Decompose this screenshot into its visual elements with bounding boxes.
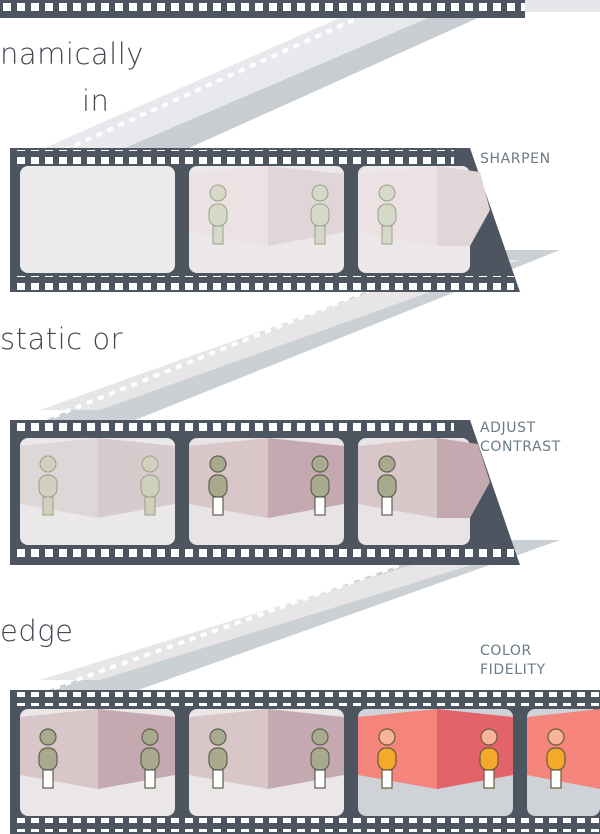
label-color-fidelity: COLOR FIDELITY bbox=[480, 642, 570, 680]
diagonal-film-top bbox=[20, 0, 540, 170]
label-sharpen: SHARPEN bbox=[480, 150, 551, 169]
film-strip-color bbox=[10, 690, 600, 834]
frame-blurred bbox=[20, 166, 175, 273]
label-adjust-contrast: ADJUST CONTRAST bbox=[480, 419, 590, 457]
film-strip-top-edge bbox=[0, 0, 600, 18]
film-strip-sharpen bbox=[10, 148, 520, 292]
film-strip-contrast bbox=[10, 420, 520, 565]
